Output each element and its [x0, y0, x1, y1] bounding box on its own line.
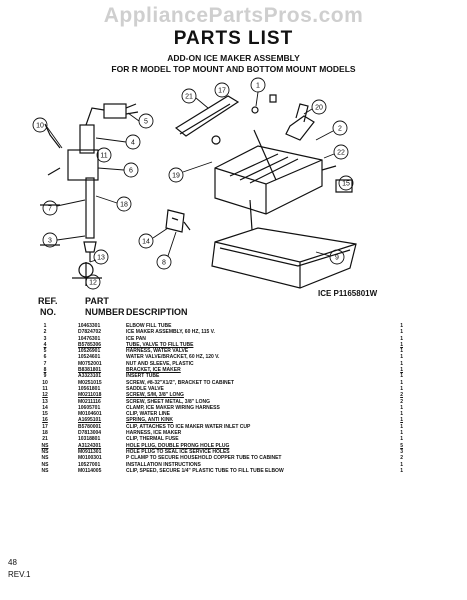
diagram-model-label: ICE P1165801W [318, 289, 378, 298]
callout-5: 5 [144, 119, 148, 126]
callout-15: 15 [342, 181, 350, 188]
callout-6: 6 [129, 168, 133, 175]
subtitle-models: FOR R MODEL TOP MOUNT AND BOTTOM MOUNT M… [111, 64, 356, 74]
callout-12: 12 [89, 280, 97, 287]
header-part: PART [85, 296, 109, 306]
callout-10: 10 [36, 123, 44, 130]
callout-22: 22 [337, 150, 345, 157]
callout-17: 17 [218, 88, 226, 95]
header-description: DESCRIPTION [126, 307, 188, 317]
callout-20: 20 [315, 105, 323, 112]
watermark: AppliancePartsPros.com [103, 4, 364, 27]
exploded-parts-diagram: 10 5 4 17 21 1 20 2 22 11 6 19 15 18 7 9… [32, 77, 357, 290]
callout-13: 13 [97, 255, 105, 262]
callout-1: 1 [256, 83, 260, 90]
header-number: NUMBER [85, 307, 125, 317]
callout-18: 18 [120, 202, 128, 209]
valve-solenoid [79, 124, 95, 154]
callout-21: 21 [185, 94, 193, 101]
fill-cup-bracket [174, 95, 240, 137]
revision-label: REV.1 [8, 570, 31, 579]
callout-2: 2 [338, 126, 342, 133]
harness-connector [103, 103, 127, 119]
fill-tube [85, 177, 95, 239]
callout-7: 7 [48, 206, 52, 213]
ice-pan [211, 227, 357, 289]
callout-4: 4 [131, 140, 135, 147]
callout-11: 11 [100, 153, 107, 160]
callout-8: 8 [162, 260, 166, 267]
subtitle-assembly: ADD-ON ICE MAKER ASSEMBLY [167, 53, 300, 63]
water-valve-body [67, 149, 99, 181]
callout-19: 19 [172, 173, 180, 180]
header-no: NO. [40, 307, 57, 317]
callout-9: 9 [335, 255, 339, 262]
header-ref: REF. [38, 296, 58, 306]
page-title: PARTS LIST [173, 28, 294, 49]
ice-maker-assembly [214, 145, 323, 215]
callout-3: 3 [48, 238, 52, 245]
page-number: 48 [8, 558, 17, 567]
ice-maker-bracket [165, 209, 185, 233]
thermal-fuse-clip [285, 115, 315, 141]
callout-14: 14 [142, 239, 150, 246]
valve-wire [85, 107, 105, 126]
